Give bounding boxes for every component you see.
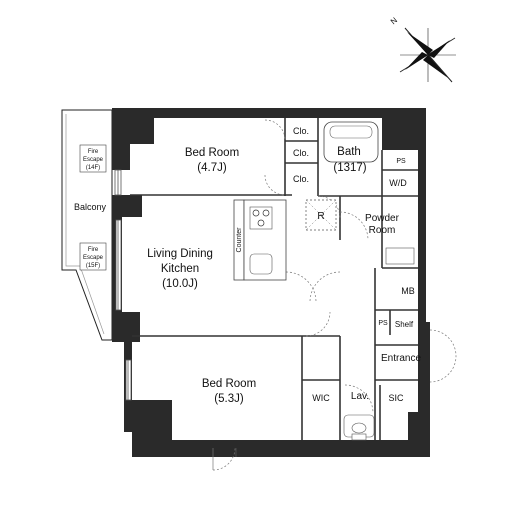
ps-top-label: PS [396,158,406,165]
fire-escape-15-line2: Escape [83,255,104,261]
fixtures [233,121,415,441]
bedroom-bottom-size: (5.3J) [214,393,244,405]
wd-label: W/D [389,178,407,188]
powder-room-line1: Powder [365,213,400,224]
shelf-label: Shelf [395,320,414,329]
closet-label-2: Clo. [293,148,309,158]
balcony-label: Balcony [74,202,107,212]
interior-walls [130,118,418,440]
fire-escape-14-line2: Escape [83,157,104,163]
bath-size: (1317) [333,162,366,174]
ldk-line1: Living Dining [147,248,213,260]
lav-label: Lav. [351,391,369,402]
room-labels: Bed Room (4.7J) Clo. Clo. Clo. Bath (131… [147,126,421,405]
refrigerator-label: R [317,211,324,222]
bedroom-top-name: Bed Room [185,147,239,159]
mb-label: MB [401,286,415,296]
bath-name: Bath [337,146,361,158]
closet-label-3: Clo. [293,174,309,184]
bedroom-bottom-name: Bed Room [202,378,256,390]
bedroom-top-size: (4.7J) [197,162,227,174]
fire-escape-15-line3: (15F) [86,263,100,269]
counter-label: Counter [236,227,243,253]
entrance-label: Entrance [381,353,421,364]
windows [114,169,132,401]
ldk-line2: Kitchen [161,263,199,275]
fire-escape-14-line3: (14F) [86,165,100,171]
wic-label: WIC [312,393,330,403]
balcony: Fire Escape (14F) Balcony Fire Escape (1… [61,109,113,341]
fire-escape-15-line1: Fire [88,247,99,253]
closet-label-1: Clo. [293,126,309,136]
fire-escape-14-line1: Fire [88,149,99,155]
compass-north-label: N [389,15,399,26]
ldk-size: (10.0J) [162,278,198,290]
ps-mid-label: PS [378,320,388,327]
powder-room-line2: Room [369,225,396,236]
compass-rose: N [389,15,456,83]
sic-label: SIC [388,393,404,403]
